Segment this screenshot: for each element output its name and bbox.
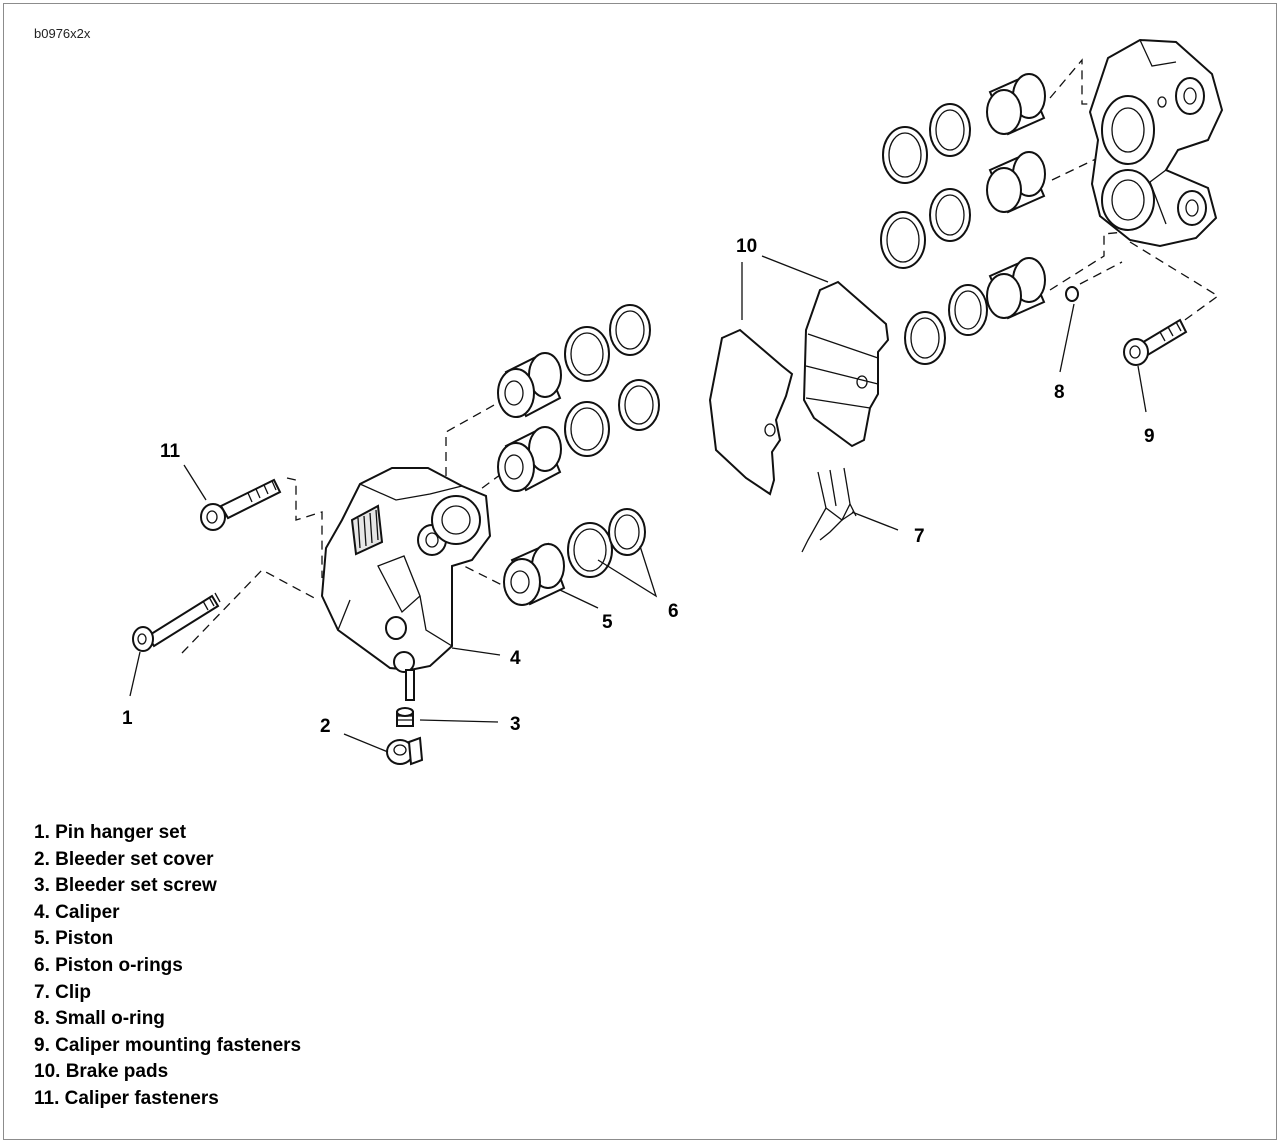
pad-clip	[801, 467, 857, 553]
leader-lines	[129, 255, 1147, 753]
callout-10: 10	[736, 236, 757, 257]
caliper-mounting-fastener	[1123, 318, 1188, 366]
right-pistons	[986, 73, 1046, 320]
callout-1: 1	[122, 708, 133, 729]
legend-item: 5. Piston	[34, 928, 114, 950]
right-piston-o-rings	[880, 103, 988, 365]
parts-legend: 1. Pin hanger set 2. Bleeder set cover 3…	[34, 820, 301, 1113]
callout-5: 5	[602, 612, 613, 633]
caliper-body	[320, 467, 492, 701]
legend-item: 10. Brake pads	[34, 1061, 169, 1083]
assembly-lines	[181, 58, 1220, 654]
callout-11: 11	[160, 441, 181, 462]
pin-hanger	[132, 592, 221, 652]
brake-pads	[708, 280, 890, 496]
callout-3: 3	[510, 714, 521, 735]
callout-2: 2	[320, 716, 331, 737]
legend-item: 6. Piston o-rings	[34, 954, 183, 976]
callout-9: 9	[1144, 426, 1155, 447]
bleeder-cover	[386, 736, 424, 766]
callout-numbers: 11 1 2 3 4 5 6 7 8 9 10	[122, 236, 1155, 737]
callout-6: 6	[668, 601, 679, 622]
figure-id: b0976x2x	[34, 26, 91, 41]
left-piston-o-rings	[564, 304, 660, 578]
legend-item: 9. Caliper mounting fasteners	[34, 1034, 302, 1056]
legend-item: 2. Bleeder set cover	[34, 848, 214, 870]
callout-4: 4	[510, 648, 521, 669]
caliper-fastener-bolt	[200, 478, 282, 531]
callout-8: 8	[1054, 382, 1065, 403]
legend-item: 1. Pin hanger set	[34, 822, 187, 843]
legend-item: 7. Clip	[34, 981, 92, 1003]
legend-item: 11. Caliper fasteners	[34, 1087, 219, 1109]
small-o-ring	[1065, 286, 1079, 302]
bleeder-screw	[396, 707, 414, 727]
left-pistons	[497, 352, 566, 606]
legend-item: 4. Caliper	[34, 901, 120, 923]
diagram-frame	[3, 3, 1277, 1140]
callout-7: 7	[914, 526, 925, 547]
legend-item: 3. Bleeder set screw	[34, 875, 217, 897]
inboard-caliper-half	[1088, 38, 1224, 248]
legend-item: 8. Small o-ring	[34, 1008, 165, 1030]
